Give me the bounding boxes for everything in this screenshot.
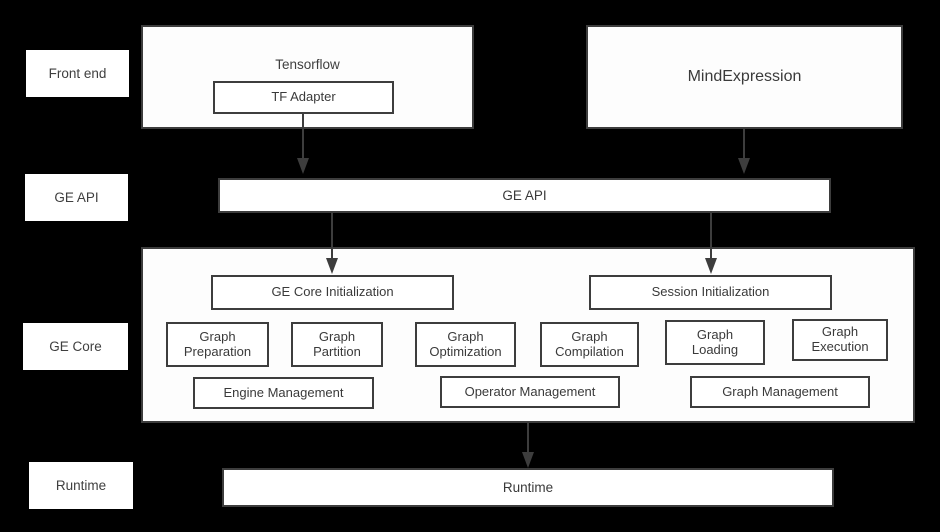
- layer-label-ge-core: GE Core: [23, 323, 128, 370]
- runtime-bar[interactable]: Runtime: [222, 468, 834, 507]
- tf-adapter-label: TF Adapter: [271, 89, 336, 105]
- graph-management-node[interactable]: Graph Management: [690, 376, 870, 408]
- tensorflow-title: Tensorflow: [275, 57, 340, 72]
- graph-preparation-label: Graph Preparation: [183, 328, 252, 359]
- engine-management-label: Engine Management: [223, 384, 344, 400]
- graph-management-label: Graph Management: [722, 383, 838, 399]
- graph-partition-label: Graph Partition: [313, 328, 361, 359]
- layer-label-ge-api: GE API: [25, 174, 128, 221]
- engine-management-node[interactable]: Engine Management: [193, 377, 374, 409]
- layer-label-text: Runtime: [55, 477, 107, 493]
- graph-execution-node[interactable]: Graph Execution: [792, 319, 888, 361]
- operator-management-node[interactable]: Operator Management: [440, 376, 620, 408]
- graph-preparation-node[interactable]: Graph Preparation: [166, 322, 269, 367]
- ge-core-initialization-label: GE Core Initialization: [271, 284, 394, 300]
- layer-label-text: GE Core: [49, 338, 102, 354]
- graph-compilation-label: Graph Compilation: [555, 328, 624, 359]
- layer-label-runtime: Runtime: [29, 462, 133, 509]
- graph-compilation-node[interactable]: Graph Compilation: [540, 322, 639, 367]
- ge-api-bar-label: GE API: [502, 187, 547, 203]
- session-initialization-label: Session Initialization: [651, 284, 770, 300]
- mindexpression-title: MindExpression: [687, 67, 802, 85]
- graph-loading-node[interactable]: Graph Loading: [665, 320, 765, 365]
- tf-adapter-node[interactable]: TF Adapter: [213, 81, 394, 114]
- ge-api-bar[interactable]: GE API: [218, 178, 831, 213]
- graph-partition-node[interactable]: Graph Partition: [291, 322, 383, 367]
- session-initialization-node[interactable]: Session Initialization: [589, 275, 832, 310]
- mindexpression-container[interactable]: MindExpression: [586, 25, 903, 129]
- ge-core-initialization-node[interactable]: GE Core Initialization: [211, 275, 454, 310]
- graph-loading-label: Graph Loading: [691, 326, 739, 357]
- layer-label-front-end: Front end: [26, 50, 129, 97]
- runtime-bar-label: Runtime: [502, 479, 554, 495]
- graph-optimization-node[interactable]: Graph Optimization: [415, 322, 516, 367]
- graph-execution-label: Graph Execution: [811, 324, 869, 354]
- graph-optimization-label: Graph Optimization: [429, 328, 502, 359]
- layer-label-text: Front end: [48, 65, 107, 81]
- operator-management-label: Operator Management: [464, 383, 596, 399]
- layer-label-text: GE API: [54, 189, 99, 205]
